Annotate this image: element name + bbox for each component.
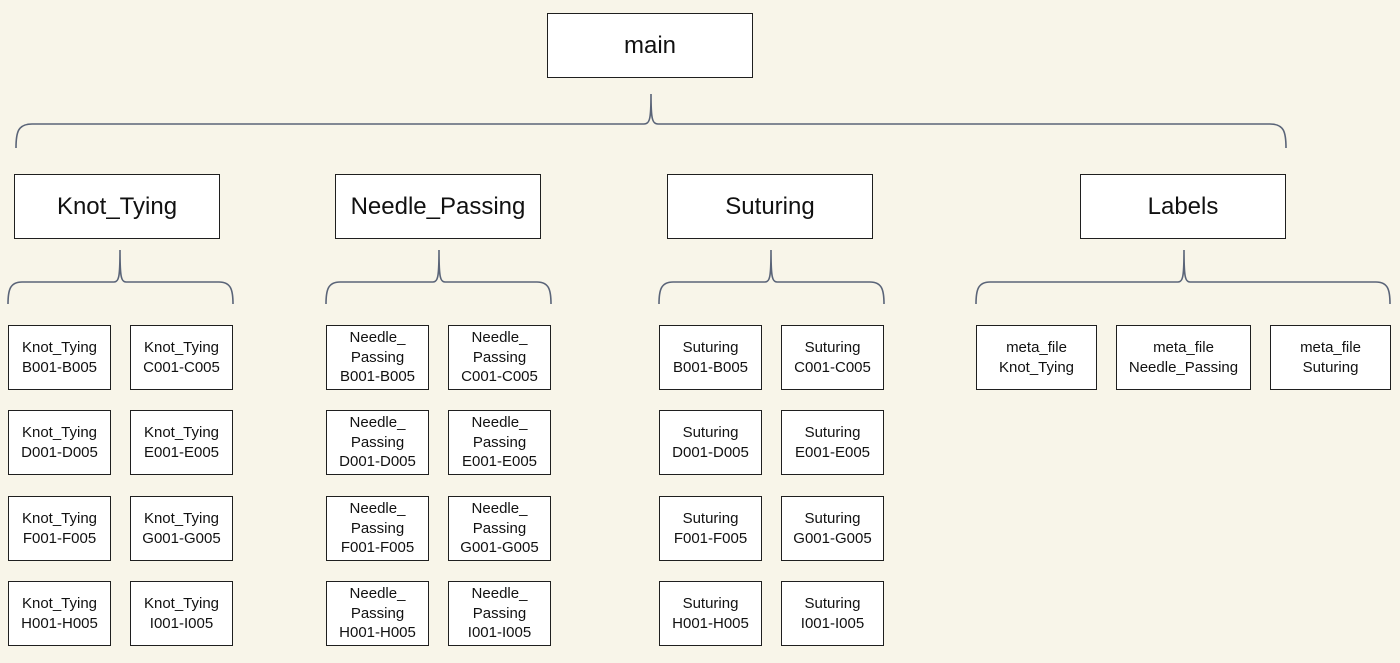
leaf-needle-passing-d: Needle_ Passing D001-D005 <box>326 410 429 475</box>
leaf-label: Knot_Tying F001-F005 <box>21 510 98 547</box>
leaf-label: Needle_ Passing F001-F005 <box>340 500 415 557</box>
leaf-knot-tying-d: Knot_Tying D001-D005 <box>8 410 111 475</box>
leaf-needle-passing-i: Needle_ Passing I001-I005 <box>448 581 551 646</box>
leaf-suturing-b: Suturing B001-B005 <box>659 325 762 390</box>
leaf-label: Knot_Tying H001-H005 <box>21 595 98 632</box>
leaf-suturing-g: Suturing G001-G005 <box>781 496 884 561</box>
brace-needle-passing <box>325 249 552 305</box>
leaf-label: Needle_ Passing D001-D005 <box>339 414 416 471</box>
leaf-knot-tying-g: Knot_Tying G001-G005 <box>130 496 233 561</box>
leaf-suturing-i: Suturing I001-I005 <box>781 581 884 646</box>
node-knot-tying: Knot_Tying <box>14 174 220 239</box>
leaf-label: Knot_Tying I001-I005 <box>143 595 220 632</box>
leaf-label: Suturing D001-D005 <box>672 424 749 461</box>
leaf-label: Knot_Tying D001-D005 <box>21 424 98 461</box>
leaf-label: Knot_Tying E001-E005 <box>143 424 220 461</box>
node-suturing: Suturing <box>667 174 873 239</box>
leaf-label: Needle_ Passing C001-C005 <box>461 329 538 386</box>
leaf-suturing-h: Suturing H001-H005 <box>659 581 762 646</box>
brace-root <box>15 93 1287 149</box>
leaf-label: Suturing F001-F005 <box>673 510 748 547</box>
leaf-meta-file-needle-passing: meta_file Needle_Passing <box>1116 325 1251 390</box>
leaf-needle-passing-b: Needle_ Passing B001-B005 <box>326 325 429 390</box>
node-label: Labels <box>1147 192 1219 220</box>
leaf-suturing-c: Suturing C001-C005 <box>781 325 884 390</box>
leaf-label: Suturing C001-C005 <box>794 339 871 376</box>
leaf-label: Suturing E001-E005 <box>794 424 871 461</box>
leaf-label: meta_file Suturing <box>1300 339 1361 376</box>
leaf-suturing-f: Suturing F001-F005 <box>659 496 762 561</box>
leaf-label: Knot_Tying C001-C005 <box>143 339 220 376</box>
node-main: main <box>547 13 753 78</box>
node-label: Needle_Passing <box>350 192 526 220</box>
leaf-label: Suturing G001-G005 <box>793 510 872 547</box>
brace-labels <box>975 249 1391 305</box>
leaf-knot-tying-e: Knot_Tying E001-E005 <box>130 410 233 475</box>
leaf-knot-tying-b: Knot_Tying B001-B005 <box>8 325 111 390</box>
leaf-label: Suturing H001-H005 <box>672 595 749 632</box>
leaf-needle-passing-g: Needle_ Passing G001-G005 <box>448 496 551 561</box>
leaf-label: Knot_Tying G001-G005 <box>142 510 221 547</box>
leaf-label: Suturing I001-I005 <box>800 595 865 632</box>
leaf-suturing-e: Suturing E001-E005 <box>781 410 884 475</box>
leaf-needle-passing-f: Needle_ Passing F001-F005 <box>326 496 429 561</box>
leaf-knot-tying-h: Knot_Tying H001-H005 <box>8 581 111 646</box>
leaf-label: meta_file Knot_Tying <box>998 339 1075 376</box>
brace-knot-tying <box>7 249 234 305</box>
leaf-label: Needle_ Passing H001-H005 <box>339 585 416 642</box>
leaf-knot-tying-f: Knot_Tying F001-F005 <box>8 496 111 561</box>
leaf-label: Needle_ Passing G001-G005 <box>460 500 539 557</box>
leaf-suturing-d: Suturing D001-D005 <box>659 410 762 475</box>
leaf-meta-file-suturing: meta_file Suturing <box>1270 325 1391 390</box>
leaf-label: Knot_Tying B001-B005 <box>21 339 98 376</box>
leaf-knot-tying-i: Knot_Tying I001-I005 <box>130 581 233 646</box>
leaf-label: Needle_ Passing E001-E005 <box>461 414 538 471</box>
node-needle-passing: Needle_Passing <box>335 174 541 239</box>
leaf-label: Needle_ Passing I001-I005 <box>467 585 532 642</box>
node-label: Knot_Tying <box>56 192 178 220</box>
leaf-needle-passing-e: Needle_ Passing E001-E005 <box>448 410 551 475</box>
node-label: Suturing <box>725 192 815 220</box>
leaf-label: Needle_ Passing B001-B005 <box>339 329 416 386</box>
brace-suturing <box>658 249 885 305</box>
node-main-label: main <box>623 31 677 59</box>
leaf-needle-passing-c: Needle_ Passing C001-C005 <box>448 325 551 390</box>
node-labels: Labels <box>1080 174 1286 239</box>
leaf-needle-passing-h: Needle_ Passing H001-H005 <box>326 581 429 646</box>
leaf-knot-tying-c: Knot_Tying C001-C005 <box>130 325 233 390</box>
leaf-meta-file-knot-tying: meta_file Knot_Tying <box>976 325 1097 390</box>
leaf-label: Suturing B001-B005 <box>672 339 749 376</box>
leaf-label: meta_file Needle_Passing <box>1128 339 1239 376</box>
